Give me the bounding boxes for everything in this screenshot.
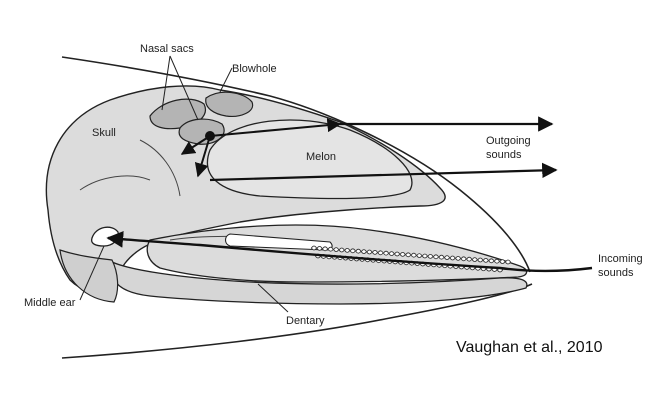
tooth	[382, 250, 390, 256]
tooth	[388, 251, 395, 256]
leader-blowhole	[219, 67, 233, 93]
tooth	[466, 256, 473, 262]
label-blowhole: Blowhole	[232, 63, 277, 75]
tooth	[488, 258, 495, 264]
tooth	[432, 254, 440, 260]
label-melon: Melon	[306, 151, 336, 163]
tooth	[349, 248, 356, 254]
tooth	[322, 246, 329, 252]
tooth	[499, 259, 506, 264]
label-dentary: Dentary	[286, 315, 325, 327]
tooth	[333, 247, 340, 252]
arrow-to-melon-upper	[209, 118, 342, 137]
label-outgoing-line2: sounds	[486, 149, 522, 161]
leader-middle-ear	[79, 245, 105, 301]
head-outline-upper	[61, 56, 531, 273]
tooth	[460, 256, 467, 262]
tooth	[360, 249, 367, 254]
label-nasal-sacs: Nasal sacs	[140, 43, 194, 55]
rostrum-bone	[146, 224, 528, 283]
leader-dentary	[257, 283, 289, 313]
arrow-down	[194, 135, 211, 178]
label-outgoing-line1: Outgoing	[486, 135, 531, 147]
tooth	[338, 247, 345, 253]
tooth	[405, 252, 412, 258]
skull-contour-2	[79, 175, 151, 191]
arrow-to-cranium	[180, 135, 211, 155]
tooth	[366, 249, 373, 255]
leader-nasal-sacs-b	[169, 55, 199, 121]
tooth	[410, 252, 417, 258]
tooth	[493, 258, 500, 264]
label-middle-ear: Middle ear	[24, 297, 76, 309]
tooth	[455, 256, 462, 261]
head-outline-lower	[61, 283, 533, 359]
tooth	[310, 245, 318, 251]
dentary-bone	[110, 261, 528, 305]
leader-nasal-sacs-a	[161, 55, 171, 111]
tooth	[416, 253, 423, 258]
tooth	[471, 257, 478, 262]
tooth	[477, 257, 484, 263]
label-skull: Skull	[92, 127, 116, 139]
tooth	[371, 250, 379, 255]
tooth	[355, 248, 362, 254]
tooth	[443, 255, 451, 260]
tooth	[438, 254, 445, 260]
tooth	[504, 259, 512, 265]
nasal-sac-right	[205, 91, 254, 117]
label-incoming-line2: sounds	[598, 267, 634, 279]
tooth	[344, 248, 351, 253]
label-incoming-line1: Incoming	[598, 253, 643, 265]
skull-contour-1	[139, 139, 181, 197]
outgoing-arrow-lower	[209, 162, 558, 182]
tooth	[327, 246, 334, 252]
tooth	[482, 258, 489, 263]
tooth	[377, 250, 384, 256]
tooth	[449, 255, 456, 261]
incoming-sound-path	[106, 231, 593, 273]
tooth	[316, 246, 323, 251]
tooth	[394, 251, 401, 257]
tooth	[421, 253, 428, 259]
occipital-region	[59, 249, 119, 303]
tooth	[399, 252, 406, 257]
citation: Vaughan et al., 2010	[456, 339, 603, 356]
tooth	[427, 254, 434, 259]
